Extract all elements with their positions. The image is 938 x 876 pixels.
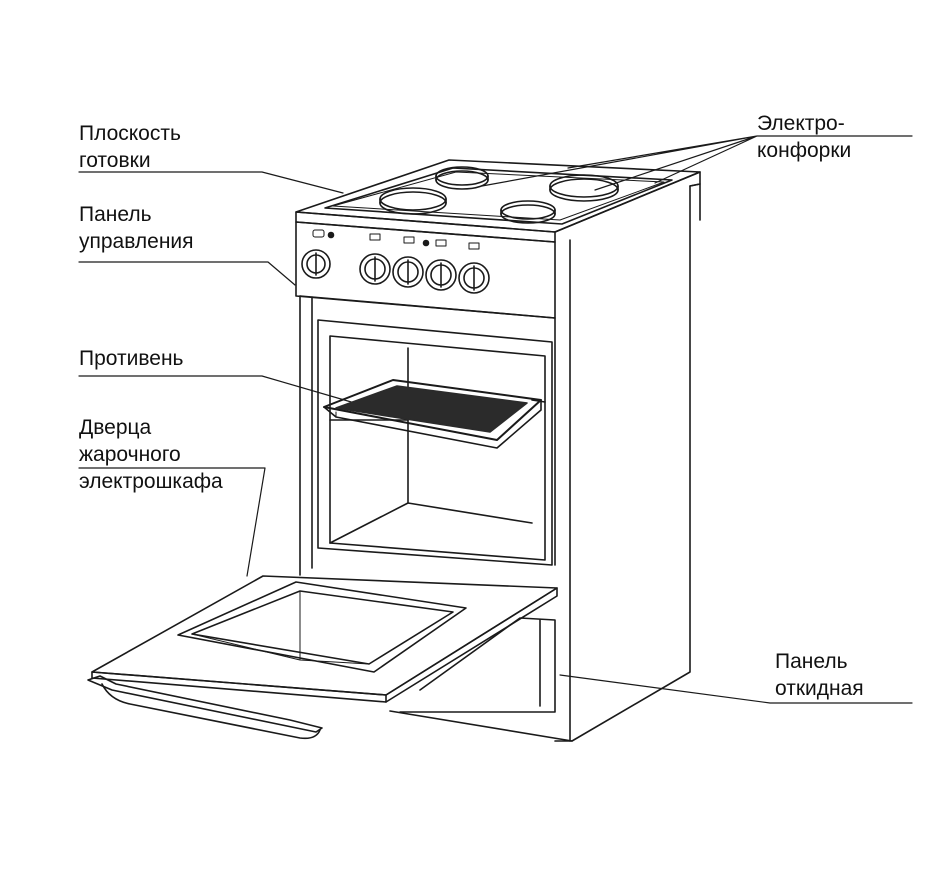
control-panel-symbol-2	[403, 236, 415, 244]
control-panel-indicator-left	[327, 231, 335, 239]
control-panel-symbol-4	[468, 242, 480, 250]
label-cooktop: Плоскость готовки	[79, 120, 181, 174]
oven-door	[87, 575, 558, 740]
label-burners: Электро- конфорки	[757, 110, 851, 164]
tray-front-lip	[323, 399, 542, 449]
cabinet-right-side	[554, 171, 701, 742]
control-panel-symbol-1	[369, 233, 381, 241]
label-burners-line-2: конфорки	[757, 139, 852, 162]
baking-tray	[323, 379, 542, 449]
label-oven-door-line-2: жарочного	[79, 443, 181, 466]
oven-door-handle-curve	[101, 683, 321, 740]
label-control-panel-line-1: Панель	[79, 203, 152, 226]
cooktop-plate-rim	[332, 171, 665, 221]
leader-cooktop	[78, 171, 344, 194]
burner-back-left	[435, 166, 489, 190]
oven-floor	[329, 502, 409, 544]
cabinet-back-column	[689, 183, 701, 221]
tray-body	[335, 385, 528, 433]
label-tray-line-1: Противень	[79, 347, 184, 370]
leader-drop-panel	[559, 674, 913, 704]
cooktop	[324, 166, 673, 225]
oven-door-handle	[87, 675, 323, 733]
cabinet-floor-line	[389, 710, 573, 742]
oven-door-front	[91, 671, 387, 703]
cabinet-front-top	[295, 211, 556, 243]
label-drop-panel-line-1: Панель	[775, 650, 848, 673]
control-panel-indicator-center	[422, 239, 430, 247]
label-control-panel: Панель управления	[79, 201, 194, 255]
burner-knob-3	[425, 259, 457, 291]
leader-oven-door	[78, 467, 266, 577]
control-panel	[295, 221, 556, 319]
label-control-panel-line-2: управления	[79, 230, 194, 253]
control-panel-face	[295, 221, 556, 319]
oven-frame-outer	[317, 319, 553, 566]
burner-knob-4	[458, 262, 490, 294]
leader-control-panel	[78, 261, 296, 286]
oven-door-window-inner	[191, 590, 454, 665]
oven-frame-inner	[329, 335, 546, 561]
label-drop-panel: Панель откидная	[775, 648, 864, 702]
oven-door-side	[385, 587, 558, 703]
label-tray: Противень	[79, 345, 183, 372]
burner-knob-2	[392, 256, 424, 288]
label-cooktop-line-2: готовки	[79, 149, 151, 172]
oven-door-window-depth	[191, 590, 370, 665]
cooktop-plate	[324, 167, 673, 225]
oven-door-window-outer	[177, 581, 467, 673]
burner-back-right	[549, 174, 619, 202]
oven-knob	[301, 249, 331, 279]
cabinet	[295, 159, 701, 742]
leader-tray	[78, 375, 366, 407]
oven-cavity	[317, 319, 553, 566]
burner-knob-1	[359, 253, 391, 285]
burner-front-left	[379, 187, 447, 215]
label-oven-door: Дверца жарочного электрошкафа	[79, 414, 223, 495]
drop-panel	[399, 617, 556, 713]
label-cooktop-line-1: Плоскость	[79, 122, 181, 145]
control-panel-symbol-3	[435, 239, 447, 247]
label-drop-panel-line-2: откидная	[775, 677, 864, 700]
label-burners-line-1: Электро-	[757, 112, 845, 135]
label-oven-door-line-1: Дверца	[79, 416, 152, 439]
leader-burners	[481, 135, 913, 191]
label-oven-door-line-3: электрошкафа	[79, 470, 223, 493]
drop-panel-face	[399, 617, 556, 713]
burner-front-right	[500, 200, 556, 224]
control-panel-logo	[312, 229, 325, 238]
